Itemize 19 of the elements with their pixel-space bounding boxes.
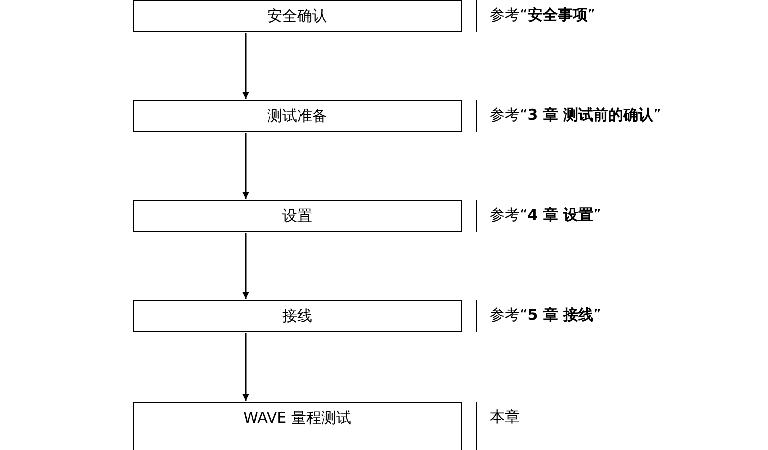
process-box — [133, 100, 462, 132]
arrow — [242, 233, 250, 299]
reference-note: 参考“安全事项” — [490, 6, 596, 25]
process-box — [133, 300, 462, 332]
arrow — [242, 33, 250, 99]
step-label: WAVE 量程测试 — [244, 409, 352, 428]
reference-note: 本章 — [490, 408, 520, 427]
process-box — [133, 0, 462, 32]
step-label: 安全确认 — [268, 6, 328, 26]
reference-note: 参考“4 章 设置” — [490, 206, 602, 225]
step-label: 接线 — [282, 306, 312, 326]
arrow — [242, 333, 250, 401]
step-label: 测试准备 — [268, 106, 328, 126]
reference-note: 参考“3 章 测试前的确认” — [490, 106, 662, 125]
step-label: 设置 — [282, 206, 312, 226]
process-box — [133, 402, 462, 450]
arrow — [242, 133, 250, 199]
process-box — [133, 200, 462, 232]
reference-note: 参考“5 章 接线” — [490, 306, 602, 325]
